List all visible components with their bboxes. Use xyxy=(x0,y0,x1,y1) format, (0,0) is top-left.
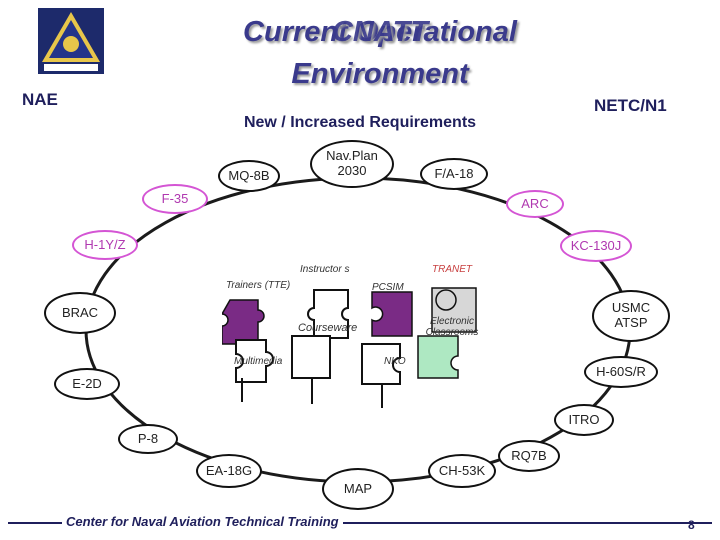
title-line-1: Current Operational xyxy=(243,16,517,48)
label-pcsim: PCSIM xyxy=(372,282,404,293)
node-itro: ITRO xyxy=(554,404,614,436)
node-map: MAP xyxy=(322,468,394,510)
node-rq7b: RQ7B xyxy=(498,440,560,472)
node-p8: P-8 xyxy=(118,424,178,454)
puzzle-pieces-graphic xyxy=(222,287,477,408)
cnatt-logo xyxy=(38,8,104,74)
node-f35: F-35 xyxy=(142,184,208,214)
footer-text: Center for Naval Aviation Technical Trai… xyxy=(62,514,343,529)
node-h1yz: H-1Y/Z xyxy=(72,230,138,260)
node-ea18g: EA-18G xyxy=(196,454,262,488)
label-trainers: Trainers (TTE) xyxy=(226,280,291,291)
label-courseware: Courseware xyxy=(298,322,358,334)
title-overlay-cnatt: CNATT xyxy=(331,16,429,48)
title-line-2: Environment xyxy=(291,58,469,90)
label-electronic-classrooms: Electronic Classrooms xyxy=(425,316,479,338)
requirements-subtitle: New / Increased Requirements xyxy=(243,114,477,131)
node-brac: BRAC xyxy=(44,292,116,334)
node-h60sr: H-60S/R xyxy=(584,356,658,388)
node-fa18: F/A-18 xyxy=(420,158,488,190)
node-navplan: Nav.Plan 2030 xyxy=(310,140,394,188)
netc-label: NETC/N1 xyxy=(594,96,667,115)
nae-label: NAE xyxy=(22,90,58,109)
page-number: 8 xyxy=(688,518,695,532)
node-mq8b: MQ-8B xyxy=(218,160,280,192)
label-nko: NKO xyxy=(384,356,406,367)
node-kc130j: KC-130J xyxy=(560,230,632,262)
node-ch53k: CH-53K xyxy=(428,454,496,488)
label-instructors: Instructor s xyxy=(300,264,350,275)
label-tranet: TRANET xyxy=(432,264,472,275)
node-usmc-atsp: USMC ATSP xyxy=(592,290,670,342)
label-multimedia: Multimedia xyxy=(234,356,283,367)
node-e2d: E-2D xyxy=(54,368,120,400)
footer-rule xyxy=(8,522,712,524)
node-arc: ARC xyxy=(506,190,564,218)
